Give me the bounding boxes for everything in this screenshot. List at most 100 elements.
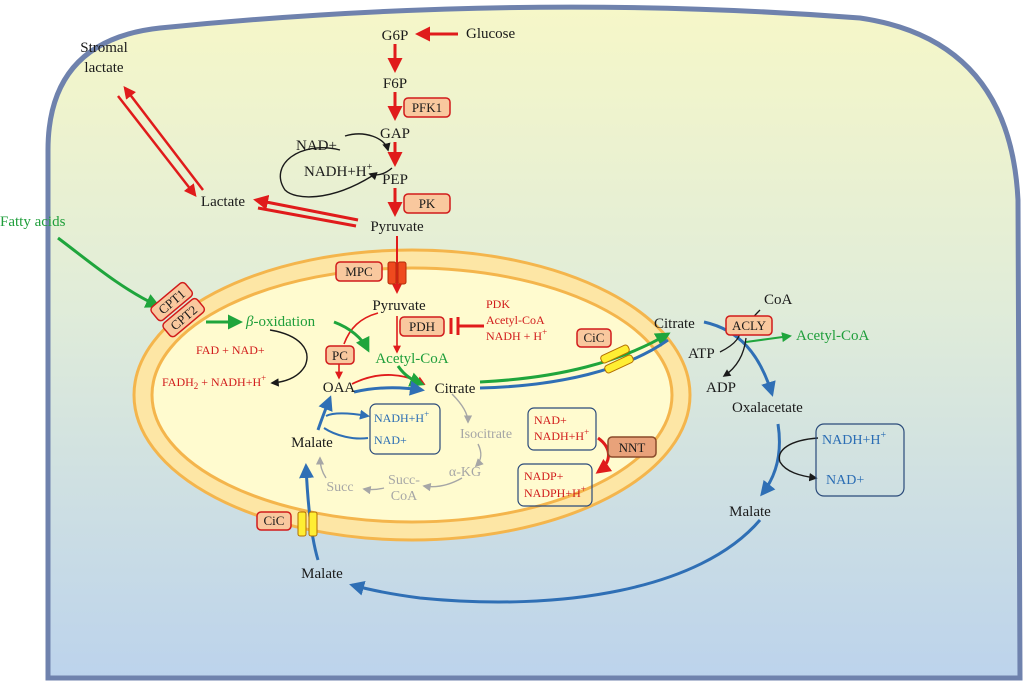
oxalacetate-to-malate-arrow xyxy=(760,423,781,497)
mito-nadh-arrow xyxy=(325,409,370,420)
acly-label: ACLY xyxy=(732,318,767,333)
lactate-pyruvate-line xyxy=(257,206,357,228)
nad-label: NAD+ xyxy=(296,138,337,154)
lactate-label: Lactate xyxy=(201,194,245,210)
glucose-label: Glucose xyxy=(466,26,515,42)
malate-bottom-label: Malate xyxy=(301,566,343,582)
nad-cycle-back xyxy=(368,167,393,181)
fadh2-sup: + xyxy=(261,373,266,383)
succ-to-malate-arrow xyxy=(315,456,327,479)
fadh2-label: FADH2 + NADH+H+ xyxy=(162,373,266,391)
enzyme-acly: ACLY xyxy=(725,315,773,336)
enzyme-nnt: NNT xyxy=(607,436,657,458)
pc-label: PC xyxy=(332,348,348,363)
nad-cycle-top xyxy=(344,133,391,152)
pep-label: PEP xyxy=(382,172,408,188)
akg-label: α-KG xyxy=(449,465,481,480)
malate-mito-label: Malate xyxy=(291,435,333,451)
fatty-acid-import-arrow xyxy=(57,236,161,308)
nnt-nadh-label: NADH+H+ xyxy=(534,427,589,443)
fatty-acids-label: Fatty acids xyxy=(0,214,66,230)
pyruvate-to-pc-line xyxy=(343,312,379,345)
stromal-lactate-label-1: Stromal xyxy=(80,40,128,56)
pyruvate-mito-label: Pyruvate xyxy=(372,298,426,314)
enzyme-cic-bottom: CiC xyxy=(256,511,292,531)
citrate-export-blue xyxy=(479,338,669,390)
acetylcoa-cyto-label: Acetyl-CoA xyxy=(796,328,869,344)
cytosol-nadh-text: NADH+H xyxy=(822,433,880,448)
cic-top-label: CiC xyxy=(584,330,605,345)
pfk1-label: PFK1 xyxy=(412,100,442,115)
acly-to-acetylcoa-arrow xyxy=(745,332,792,343)
akg-to-succcoa-arrow xyxy=(422,477,463,492)
nnt-nadh-sup: + xyxy=(584,427,589,437)
isocitrate-label: Isocitrate xyxy=(460,427,512,442)
malate-return-arrow xyxy=(349,519,762,604)
mpc-channel xyxy=(387,261,407,285)
nnt-nadph-label: NADPH+H+ xyxy=(524,484,586,500)
fadh2-sub: 2 xyxy=(194,381,199,391)
cic-bottom-label: CiC xyxy=(264,513,285,528)
enzyme-pdh: PDH xyxy=(399,316,445,337)
betaox-cofactor-arrow xyxy=(269,329,308,387)
lactate-import-arrow xyxy=(117,95,197,197)
succcoa-to-succ-arrow xyxy=(362,485,385,495)
fad-nad-label: FAD + NAD+ xyxy=(196,343,265,357)
f6p-label: F6P xyxy=(383,76,407,92)
citrate-to-isocitrate-arrow xyxy=(451,393,473,424)
mpc-label: MPC xyxy=(345,264,372,279)
pk-label: PK xyxy=(419,196,436,211)
pyruvate-to-lactate-arrow xyxy=(253,194,359,222)
beta-oxidation-label: β-oxidation xyxy=(245,314,316,330)
citrate-cyto-label: Citrate xyxy=(654,316,695,332)
citrate-export-green xyxy=(479,332,671,384)
oxidation-text: -oxidation xyxy=(253,314,315,330)
mito-box-nadh-sup: + xyxy=(424,409,429,419)
cytosol-nadh-sup: + xyxy=(880,430,886,441)
citrate-mito-label: Citrate xyxy=(435,381,476,397)
nnt-nad-box xyxy=(527,407,597,451)
nad-cycle-left xyxy=(279,147,373,198)
adp-arrow xyxy=(722,337,747,377)
nnt-nadp-box xyxy=(517,463,593,507)
betaox-to-acetylcoa-arrow xyxy=(333,320,370,353)
stromal-lactate-label-2: lactate xyxy=(84,60,123,76)
citrate-to-oxalacetate-arrow xyxy=(703,320,776,397)
nadh-sup: + xyxy=(367,162,373,173)
pdh-label: PDH xyxy=(409,319,435,334)
lactate-export-arrow xyxy=(123,86,204,191)
cytosol-nad-label: NAD+ xyxy=(826,473,864,488)
atp-label: ATP xyxy=(688,346,715,362)
nnt-label: NNT xyxy=(619,440,646,455)
succ-coa-label-2: CoA xyxy=(391,489,418,504)
adp-label: ADP xyxy=(706,380,736,396)
nnt-nadph-sup: + xyxy=(581,484,586,494)
nadh-inhibitor-label: NADH + H+ xyxy=(486,327,547,343)
enzyme-cic-top: CiC xyxy=(576,328,612,348)
succ-coa-label-1: Succ- xyxy=(388,473,420,488)
fadh2-rest: + NADH+H xyxy=(198,375,261,389)
mito-box-nadh-text: NADH+H xyxy=(374,411,424,425)
cic-top-channel xyxy=(600,344,634,374)
enzyme-mpc: MPC xyxy=(335,261,383,282)
enzyme-pc: PC xyxy=(325,345,355,365)
oxalacetate-label: Oxalacetate xyxy=(732,400,803,416)
nadh-label: NADH+H+ xyxy=(304,162,373,180)
succ-label: Succ xyxy=(326,480,353,495)
oaa-to-citrate-blue xyxy=(353,380,425,396)
mito-box-nad-label: NAD+ xyxy=(374,433,407,447)
coa-label: CoA xyxy=(764,292,793,308)
oaa-label: OAA xyxy=(323,380,356,396)
gap-label: GAP xyxy=(380,126,410,142)
fadh2-text: FADH xyxy=(162,375,194,389)
g6p-label: G6P xyxy=(382,28,409,44)
nnt-nadph-text: NADPH+H xyxy=(524,486,581,500)
enzyme-cpt2: CPT2 xyxy=(162,297,206,338)
acetylcoa-mito-label: Acetyl-CoA xyxy=(375,351,448,367)
isocitrate-to-akg-arrow xyxy=(474,443,484,468)
cytosol-nadh-label: NADH+H+ xyxy=(822,430,886,448)
nnt-nadh-text: NADH+H xyxy=(534,429,584,443)
pyruvate-cyto-label: Pyruvate xyxy=(370,219,424,235)
pdk-label: PDK xyxy=(486,297,510,311)
cytosol-nadh-arrow xyxy=(778,437,819,482)
